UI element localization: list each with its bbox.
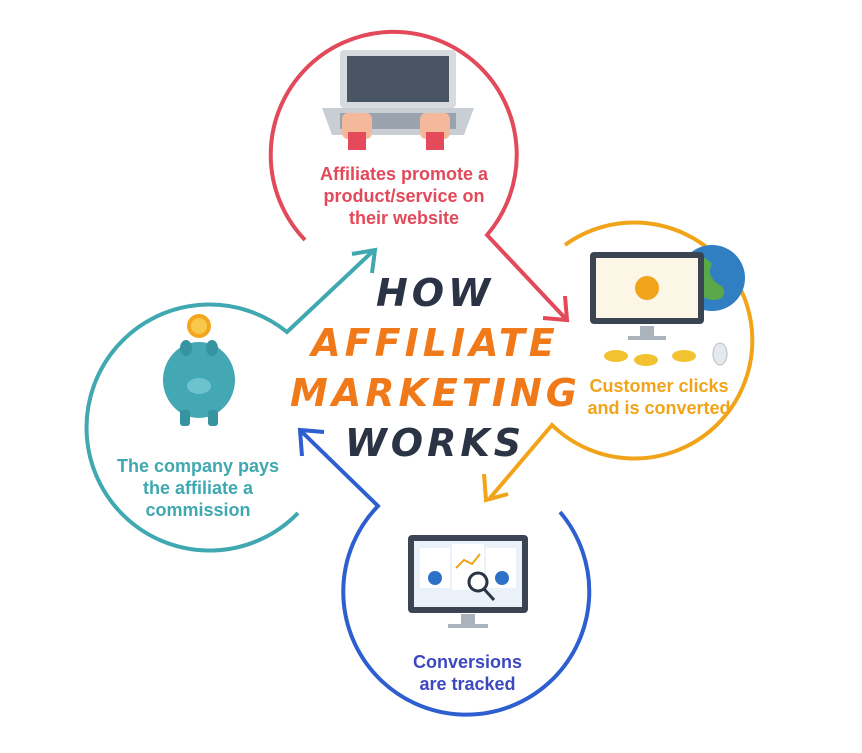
title-line-how: HOW: [375, 271, 495, 315]
step-pays-line-3: commission: [145, 500, 251, 520]
step-pays-line-1: The company pays: [116, 456, 280, 476]
piggy-bank-icon: [163, 314, 235, 426]
step-tracked-text: Conversions are tracked: [390, 651, 545, 695]
title-line-affiliate: AFFILIATE: [311, 321, 559, 365]
step-tracked-line-2: are tracked: [419, 674, 516, 694]
step-promote-line-2: product/service on: [323, 186, 485, 206]
title-line-marketing: MARKETING: [290, 371, 581, 415]
step-tracked-line-1: Conversions: [412, 652, 523, 672]
diagram-title: HOW AFFILIATE MARKETING WORKS: [290, 268, 580, 468]
convert-arc: [488, 220, 755, 500]
step-promote-text: Affiliates promote a product/service on …: [290, 163, 518, 229]
laptop-typing-icon: [322, 50, 474, 150]
step-promote-line-3: their website: [348, 208, 460, 228]
step-convert-line-2: and is converted: [587, 398, 731, 418]
title-line-works: WORKS: [344, 421, 526, 465]
convert-arrowhead: [482, 473, 509, 503]
step-pays-line-2: the affiliate a: [142, 478, 254, 498]
monitor-coins-icon: [590, 245, 745, 366]
tracked-arc: [300, 430, 592, 717]
pays-arc: [84, 250, 374, 553]
step-promote-line-1: Affiliates promote a: [319, 164, 489, 184]
pays-arrowhead: [351, 247, 378, 274]
step-convert-text: Customer clicks and is converted: [570, 375, 748, 419]
step-convert-line-1: Customer clicks: [589, 376, 729, 396]
step-pays-text: The company pays the affiliate a commiss…: [98, 455, 298, 521]
promote-arc: [268, 29, 567, 320]
promote-arrowhead: [542, 295, 570, 323]
tracked-arrowhead: [297, 427, 325, 457]
monitor-analytics-icon: [408, 535, 528, 628]
